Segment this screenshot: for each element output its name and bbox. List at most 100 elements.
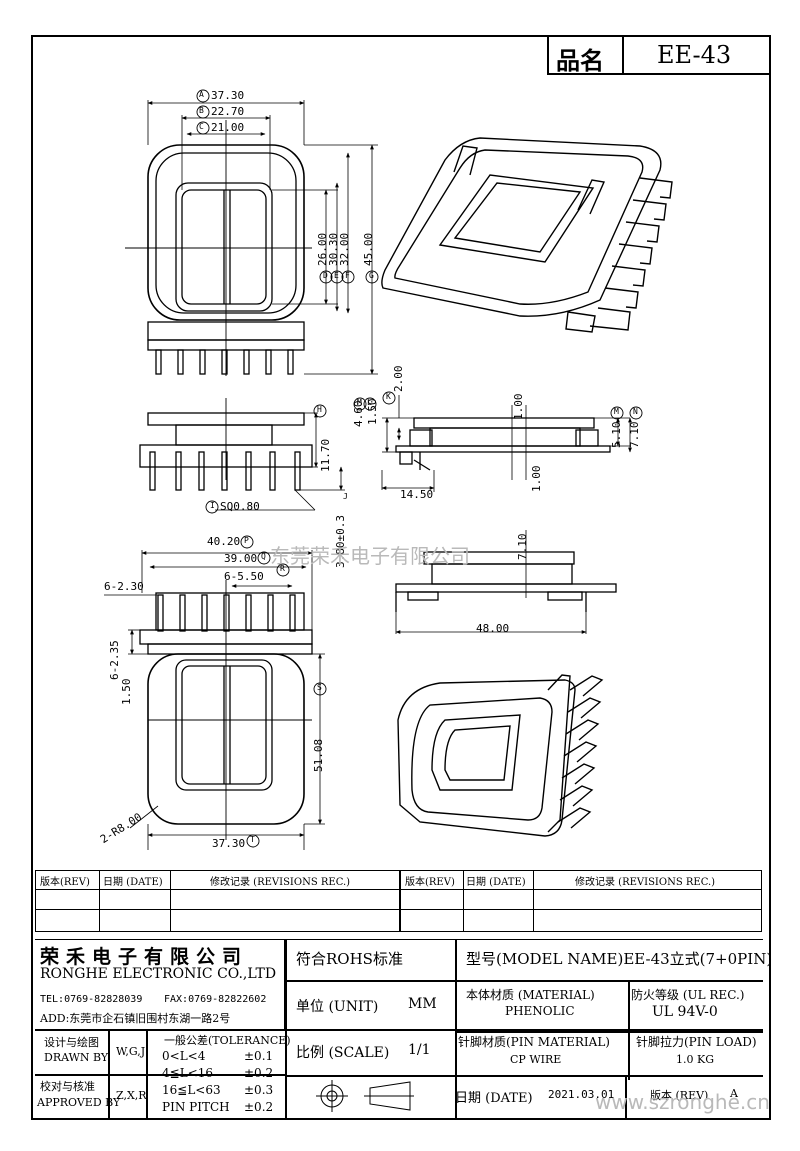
dim-O: 1.00 [512,393,525,421]
model-code: EE-43 [657,41,732,69]
model-name: 型号(MODEL NAME)EE-43立式(7+0PIN) [466,950,773,968]
bottom-view-pins [157,594,296,632]
dim-letter-H: H [317,405,322,414]
dim-side-width: 14.50 [400,488,434,501]
design-label: 设计与绘图 [44,1036,99,1049]
rev-header-5: 日期 (DATE) [466,877,526,888]
dim-T: 37.30 [212,837,246,850]
tol-range-1: 4≦L<16 [162,1066,213,1080]
dim-letter-K: K [386,392,391,401]
dim-P: 40.20 [207,535,241,548]
side-view-pins [149,451,301,491]
revision-table [35,870,762,932]
tol-value-2: ±0.3 [244,1083,274,1097]
rev-header-2: 日期 (DATE) [103,877,163,888]
dim-H: 11.70 [319,438,332,472]
dim-I: SQ0.80 [220,500,260,513]
dim-letter-F: F [345,271,350,280]
date-label: 日期 (DATE) [455,1091,533,1106]
dim-letter-I: I [210,501,215,510]
technical-drawing [104,89,673,850]
pin-load-value: 1.0 KG [676,1053,714,1066]
drawn-by: W,G,J [116,1045,146,1058]
pin-material-label: 针脚材质(PIN MATERIAL) [458,1035,610,1049]
isometric-view-top [381,137,673,333]
drawn-by-label: DRAWN BY [44,1051,109,1064]
product-name-label: 品名 [556,46,604,75]
dim-letter-M: M [357,398,362,407]
pin-load-label: 针脚拉力(PIN LOAD) [636,1035,757,1049]
dim-A: 37.30 [211,89,245,102]
drawing-frame [31,35,771,1120]
front-view [395,530,617,634]
iso-pins-bottom [557,675,604,829]
unit-label: 单位 (UNIT) [296,999,379,1015]
dim-pin-dist-a: 6-2.30 [104,580,144,593]
tol-value-0: ±0.1 [244,1049,274,1063]
unit-value: MM [408,996,437,1012]
iso-pins-top [589,177,673,331]
material-label: 本体材质 (MATERIAL) [466,988,595,1002]
company-name-cn: 荣禾电子有限公司 [40,946,249,968]
dim-letter-L: L [367,398,372,407]
dim-letter-E: E [334,271,339,280]
dim-letter-S: S [317,683,322,692]
side-view [139,398,345,511]
bottom-view [104,550,325,850]
dim-C: 21.00 [211,121,245,134]
cross-section-view [381,395,632,492]
top-view [125,100,378,376]
tolerance-title: 一般公差(TOLERANCE) [164,1034,291,1047]
dim-G: 45.00 [362,232,375,266]
rev-header-1: 版本(REV) [40,877,90,888]
rev-header-3: 修改记录 (REVISIONS REC.) [210,877,351,888]
projection-symbol [316,1080,414,1112]
company-address: ADD:东莞市企石镇旧围村东湖一路2号 [40,1012,231,1025]
tol-range-2: 16≦L<63 [162,1083,221,1097]
approved-by: Z,X,R [116,1089,147,1102]
material-value: PHENOLIC [505,1004,575,1018]
dim-letter-J: J [343,492,348,501]
approved-by-label: APPROVED BY [37,1096,121,1109]
ul-label: 防火等级 (UL REC.) [631,988,745,1002]
dim-O2: 1.00 [530,465,543,493]
dim-letter-C: C [199,122,204,131]
company-name-en: RONGHE ELECTRONIC CO.,LTD [40,966,277,982]
dim-F: 32.00 [338,232,351,266]
tol-value-1: ±0.2 [244,1066,274,1080]
company-watermark: 东莞荣禾电子有限公司 [270,544,470,568]
dim-K: 2.00 [392,365,405,393]
dim-letter-Q: Q [261,552,266,561]
dim-side-h: 5.10 [610,421,623,449]
ul-value: UL 94V-0 [652,1004,718,1020]
top-view-pins [155,349,294,375]
dim-letter-R: R [280,564,285,573]
approve-label: 校对与核准 [40,1080,95,1093]
tol-value-3: ±0.2 [244,1100,274,1114]
dim-flange: 1.50 [120,678,133,706]
site-watermark: www.szronghe.cn [595,1090,770,1114]
dim-letter-G: G [369,271,374,280]
pin-material-value: CP WIRE [510,1053,562,1066]
header-title-box [547,35,771,75]
scale-label: 比例 (SCALE) [296,1045,390,1061]
dim-letter-N: N [633,407,638,416]
header-divider [622,35,624,75]
company-tel: TEL:0769-82828039 [40,994,143,1005]
dim-letter-P: P [244,536,249,545]
tol-range-3: PIN PITCH [162,1100,230,1114]
dimension-markers [196,89,643,848]
dim-letter-B: B [199,106,204,115]
tol-range-0: 0<L<4 [162,1049,206,1063]
dim-B: 22.70 [211,105,245,118]
dim-Q: 39.00 [224,552,258,565]
dim-front-h: 7.10 [516,533,529,561]
dim-letter-D: D [323,271,328,280]
rev-label: 版本 (REV) [650,1089,709,1102]
dim-letter-A: A [199,90,204,99]
scale-value: 1/1 [408,1042,431,1058]
date-value: 2021.03.01 [548,1088,615,1101]
dim-letter-M2: M [614,407,619,416]
dim-S: 51.08 [312,738,325,772]
dim-N: 7.10 [628,421,641,449]
